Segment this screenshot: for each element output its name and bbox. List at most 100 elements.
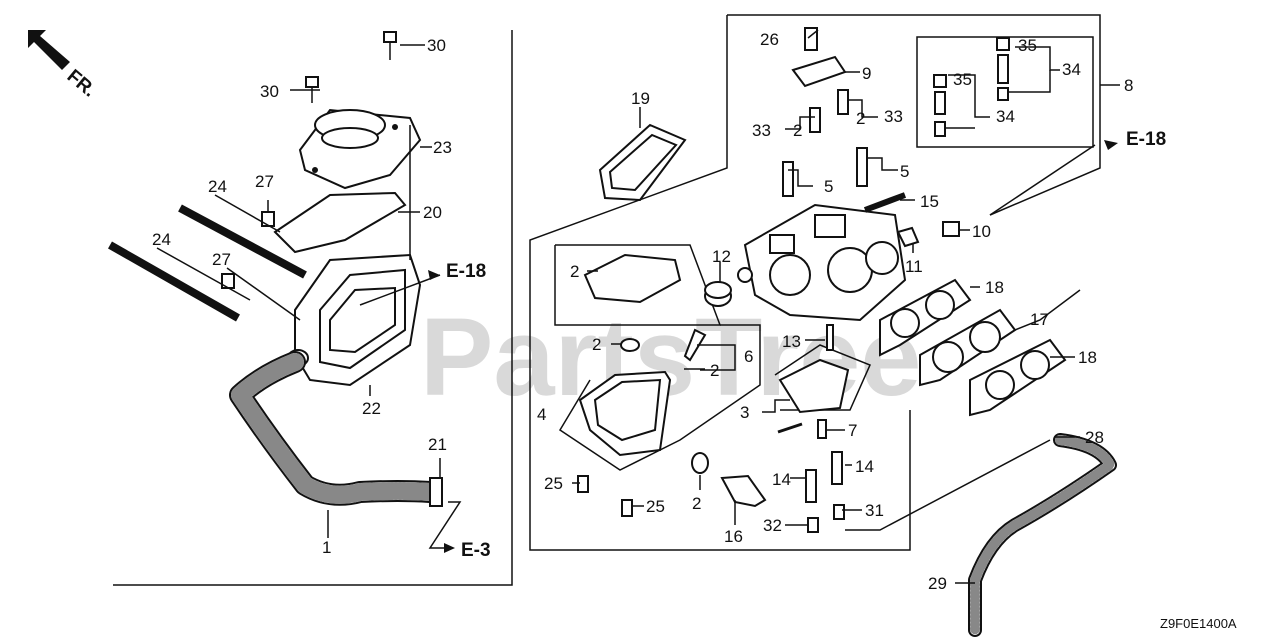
- pilot-screw-icon: [856, 147, 868, 187]
- diagram-code: Z9F0E1400A: [1160, 616, 1237, 631]
- callout-9: 9: [862, 64, 871, 83]
- washer-icon: [620, 338, 640, 352]
- callout-21: 21: [428, 435, 447, 454]
- callout-25: 25: [544, 474, 563, 493]
- solenoid-icon: [691, 452, 767, 508]
- part-labels: 30 30 23 27 24 20 24 27 22 21 1 19 2 2 1…: [152, 30, 1133, 593]
- callout-27: 27: [212, 250, 231, 269]
- long-bolt-icon: [108, 241, 240, 322]
- fitting-11-icon: [896, 226, 920, 248]
- callout-2: 2: [710, 361, 719, 380]
- leader-lines-left: [156, 44, 462, 549]
- callout-35: 35: [1018, 36, 1037, 55]
- callout-7: 7: [848, 421, 857, 440]
- callout-13: 13: [782, 332, 801, 351]
- jet-icon: [833, 504, 845, 520]
- callout-23: 23: [433, 138, 452, 157]
- jet-icon: [807, 517, 819, 533]
- callout-30: 30: [260, 82, 279, 101]
- callout-16: 16: [724, 527, 743, 546]
- callout-22: 22: [362, 399, 381, 418]
- ref-arrow-icon: [428, 140, 1118, 553]
- bowl-gasket-icon: [583, 253, 682, 304]
- ref-e18-right[interactable]: E-18: [1126, 129, 1166, 150]
- callout-33: 33: [884, 107, 903, 126]
- callout-4: 4: [537, 405, 546, 424]
- jet-icon: [805, 469, 817, 503]
- screw-15-icon: [863, 192, 907, 213]
- float-bowl-icon: [578, 370, 672, 457]
- jet-icon: [831, 451, 843, 485]
- cap-35-icon: [933, 74, 947, 88]
- jet-34-icon: [934, 121, 946, 137]
- callout-10: 10: [972, 222, 991, 241]
- callout-28: 28: [1085, 428, 1104, 447]
- callout-30: 30: [427, 36, 446, 55]
- cap-35-icon: [996, 37, 1010, 51]
- insulator-17-icon: [919, 308, 1017, 387]
- callout-35: 35: [953, 70, 972, 89]
- callout-24: 24: [208, 177, 227, 196]
- callout-19: 19: [631, 89, 650, 108]
- callout-2: 2: [793, 121, 802, 140]
- jet-33-icon: [837, 89, 849, 115]
- callout-34: 34: [996, 107, 1015, 126]
- callout-20: 20: [423, 203, 442, 222]
- jet-34-icon: [997, 87, 1009, 101]
- callout-8: 8: [1124, 76, 1133, 95]
- bolt-icon: [305, 31, 397, 103]
- screw-icon: [817, 419, 827, 439]
- float-pin-icon: [777, 422, 803, 434]
- gasket-icon: [273, 191, 407, 254]
- screw-10-icon: [942, 221, 960, 237]
- callout-27: 27: [255, 172, 274, 191]
- callout-2: 2: [692, 494, 701, 513]
- callout-2: 2: [592, 335, 601, 354]
- front-direction-arrow-icon: FR.: [28, 30, 100, 102]
- callout-2: 2: [570, 262, 579, 281]
- hose-clamp-icon: [429, 477, 443, 507]
- callout-6: 6: [744, 347, 753, 366]
- jet-34-icon: [997, 54, 1009, 84]
- needle-icon: [826, 324, 834, 351]
- insulator-gasket-icon: [969, 338, 1067, 417]
- callout-32: 32: [763, 516, 782, 535]
- callout-14: 14: [855, 457, 874, 476]
- ref-e18-left[interactable]: E-18: [446, 261, 486, 282]
- callout-29: 29: [928, 574, 947, 593]
- insulator-gasket-icon: [879, 278, 972, 357]
- section-border: [113, 30, 513, 586]
- callout-33: 33: [752, 121, 771, 140]
- callout-3: 3: [740, 403, 749, 422]
- screw-icon: [577, 475, 589, 493]
- pilot-screw-icon: [782, 161, 794, 197]
- callout-25: 25: [646, 497, 665, 516]
- carburetor-body-icon: [737, 203, 907, 322]
- screw-icon: [621, 499, 633, 517]
- clip-icon: [261, 211, 275, 227]
- hose-icon: [229, 351, 441, 506]
- carburetor-assembly-outline: [727, 14, 1101, 216]
- cap-icon: [704, 281, 732, 307]
- callout-14: 14: [772, 470, 791, 489]
- callout-11: 11: [905, 257, 923, 276]
- callout-5: 5: [900, 162, 909, 181]
- float-icon: [778, 358, 850, 414]
- callout-18: 18: [985, 278, 1004, 297]
- cover-plate-icon: [791, 55, 847, 88]
- long-bolt-icon: [178, 204, 307, 279]
- jet-33-icon: [809, 107, 821, 133]
- callout-5: 5: [824, 177, 833, 196]
- callout-17: 17: [1030, 310, 1049, 329]
- jet-34-icon: [934, 91, 946, 115]
- callout-26: 26: [760, 30, 779, 49]
- callout-34: 34: [1062, 60, 1081, 79]
- ref-e3[interactable]: E-3: [461, 540, 491, 561]
- callout-12: 12: [712, 247, 731, 266]
- gasket-19-icon: [598, 123, 687, 202]
- leader-lines-right: [572, 29, 1096, 584]
- callout-18: 18: [1078, 348, 1097, 367]
- callout-1: 1: [322, 538, 331, 557]
